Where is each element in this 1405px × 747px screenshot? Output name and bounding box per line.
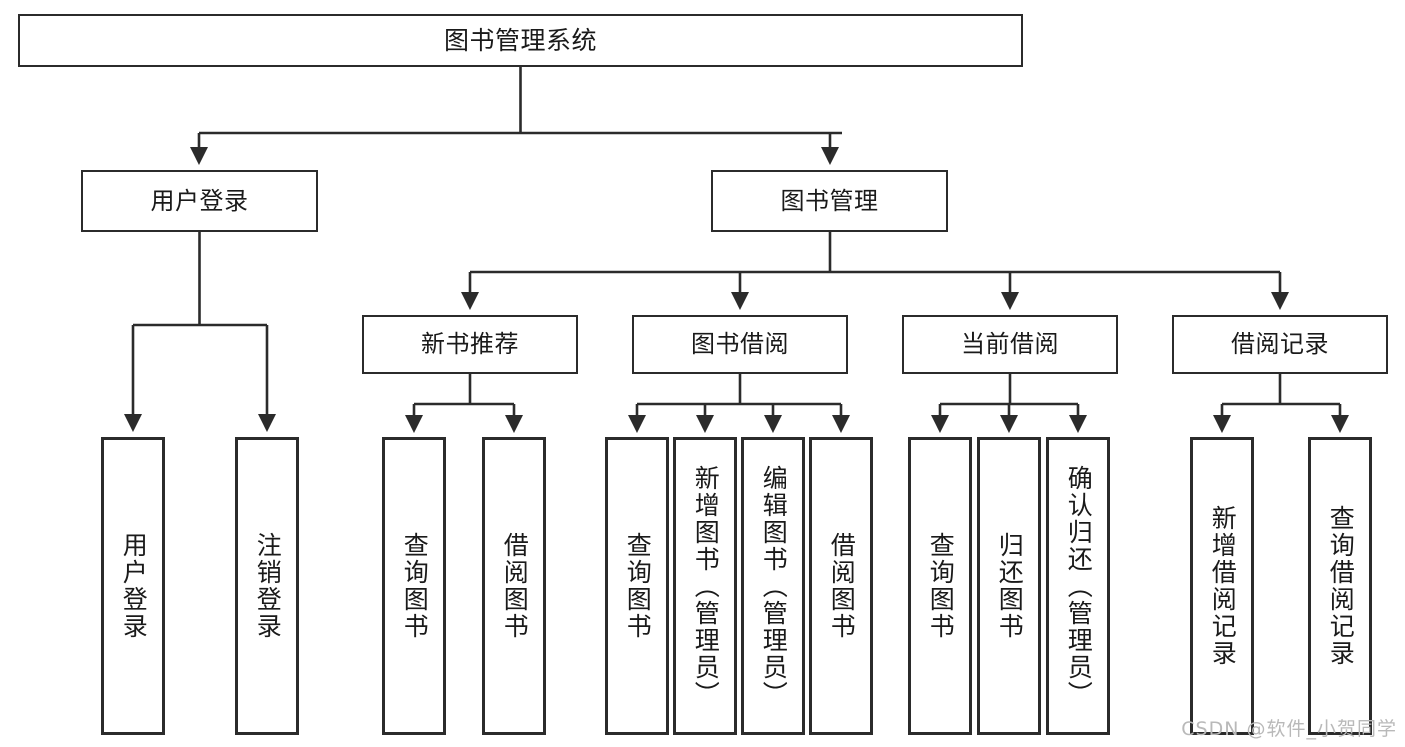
leaf-query-books-recommendation[interactable]: 查询图书 bbox=[382, 437, 446, 735]
node-borrowing-records[interactable]: 借阅记录 bbox=[1172, 315, 1388, 374]
leaf-borrow-books-borrowing[interactable]: 借阅图书 bbox=[809, 437, 873, 735]
node-label: 图书管理 bbox=[780, 186, 879, 215]
node-label: 新增图书（管理员） bbox=[691, 464, 721, 708]
node-label: 新书推荐 bbox=[421, 330, 519, 359]
leaf-logout[interactable]: 注销登录 bbox=[235, 437, 299, 735]
node-label: 查询图书 bbox=[623, 532, 653, 640]
leaf-add-book-admin[interactable]: 新增图书（管理员） bbox=[673, 437, 737, 735]
node-new-book-recommendation[interactable]: 新书推荐 bbox=[362, 315, 578, 374]
node-label: 图书管理系统 bbox=[443, 25, 597, 55]
leaf-query-books-borrowing[interactable]: 查询图书 bbox=[605, 437, 669, 735]
node-label: 借阅记录 bbox=[1231, 330, 1329, 359]
leaf-user-login[interactable]: 用户登录 bbox=[101, 437, 165, 735]
node-label: 借阅图书 bbox=[500, 532, 530, 640]
node-label: 当前借阅 bbox=[961, 330, 1059, 359]
node-label: 注销登录 bbox=[253, 532, 283, 640]
node-label: 归还图书 bbox=[995, 532, 1025, 640]
watermark-text: CSDN @软件_小贺同学 bbox=[1181, 718, 1397, 740]
node-label: 用户登录 bbox=[119, 532, 149, 640]
leaf-edit-book-admin[interactable]: 编辑图书（管理员） bbox=[741, 437, 805, 735]
node-label: 编辑图书（管理员） bbox=[759, 464, 789, 708]
node-book-management[interactable]: 图书管理 bbox=[711, 170, 948, 232]
node-root-book-management-system[interactable]: 图书管理系统 bbox=[18, 14, 1023, 67]
leaf-query-borrowing-record[interactable]: 查询借阅记录 bbox=[1308, 437, 1372, 735]
leaf-confirm-return-admin[interactable]: 确认归还（管理员） bbox=[1046, 437, 1110, 735]
node-current-borrowing[interactable]: 当前借阅 bbox=[902, 315, 1118, 374]
node-label: 借阅图书 bbox=[827, 532, 857, 640]
node-book-borrowing[interactable]: 图书借阅 bbox=[632, 315, 848, 374]
node-label: 查询借阅记录 bbox=[1326, 505, 1356, 667]
node-label: 确认归还（管理员） bbox=[1064, 464, 1094, 708]
node-label: 查询图书 bbox=[926, 532, 956, 640]
node-label: 新增借阅记录 bbox=[1208, 505, 1238, 667]
node-label: 图书借阅 bbox=[691, 330, 789, 359]
leaf-add-borrowing-record[interactable]: 新增借阅记录 bbox=[1190, 437, 1254, 735]
node-label: 用户登录 bbox=[150, 186, 249, 215]
leaf-query-books-current[interactable]: 查询图书 bbox=[908, 437, 972, 735]
leaf-borrow-books-recommendation[interactable]: 借阅图书 bbox=[482, 437, 546, 735]
node-label: 查询图书 bbox=[400, 532, 430, 640]
node-user-login[interactable]: 用户登录 bbox=[81, 170, 318, 232]
leaf-return-books[interactable]: 归还图书 bbox=[977, 437, 1041, 735]
